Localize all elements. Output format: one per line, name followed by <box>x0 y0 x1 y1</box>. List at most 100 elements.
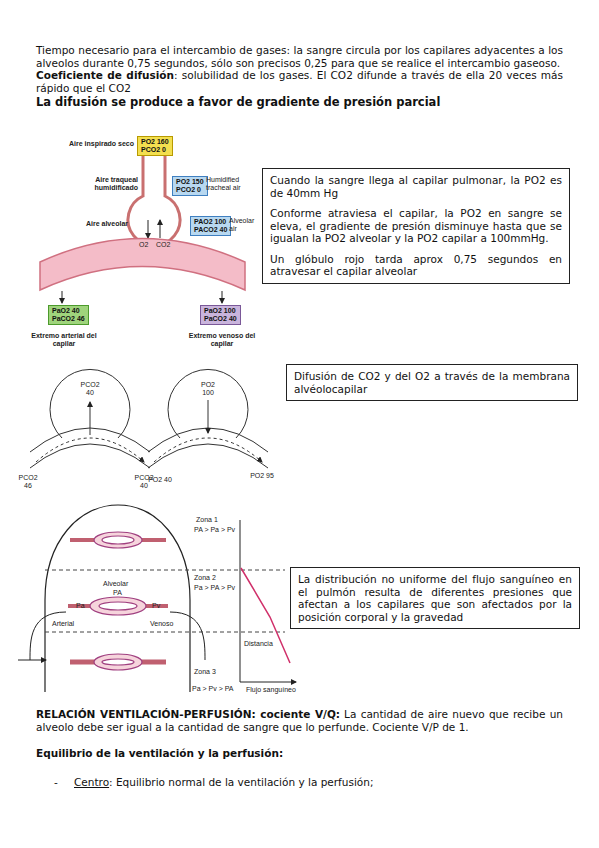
diagram-label: Zona 1 <box>196 516 218 524</box>
lung-outline <box>45 505 190 692</box>
vein <box>170 612 205 660</box>
co2-arrow <box>160 220 161 238</box>
alveolus-outline <box>50 369 130 438</box>
node-text: PaCO2 40 <box>204 315 237 323</box>
capillary-wall <box>30 444 150 468</box>
alveolus-outline <box>168 369 248 438</box>
flow-arrow <box>18 660 46 661</box>
diagram-label: CO2 <box>156 241 170 249</box>
alveolus <box>94 532 142 548</box>
text-run: Centro <box>74 776 109 788</box>
pressure-box: PO2 160PCO2 0 <box>137 136 173 156</box>
diagram-label: PA <box>113 589 122 597</box>
lung-zones-diagram <box>18 505 296 692</box>
diagram-label: PO2 40 <box>148 476 172 484</box>
node-text: Conforme atraviesa el capilar, la PO2 en… <box>270 207 562 245</box>
flow-arrow <box>36 438 144 462</box>
alveolus <box>94 654 142 670</box>
diagram-label: Aire traqueal humidificado <box>74 176 138 192</box>
flow-arrow <box>154 438 262 462</box>
text-run: : Equilibrio normal de la ventilación y … <box>109 776 373 788</box>
diagram-label: Extremo arterial del capilar <box>30 332 98 348</box>
node-text: PaCO2 46 <box>52 315 85 323</box>
diagram-label: Distancia <box>244 640 273 648</box>
note-box: Cuando la sangre llega al capilar pulmon… <box>262 168 570 284</box>
diagram-label: Aire alveolar <box>72 220 128 228</box>
node-text: PaO2 100 <box>204 307 237 315</box>
node-text: PAO2 100 <box>194 218 227 226</box>
diffusion-diagram <box>30 369 268 468</box>
o2-arrow <box>208 400 209 433</box>
text-flow: Tiempo necesario para el intercambio de … <box>36 44 563 109</box>
node-text: La distribución no uniforme del flujo sa… <box>298 573 572 623</box>
paragraph: RELACIÓN VENTILACIÓN-PERFUSIÓN: cociente… <box>36 708 563 733</box>
diagram-label: Pa > Pv > PA <box>192 685 234 693</box>
pressure-box: PAO2 100PACO2 40 <box>190 216 231 236</box>
diagram-label: O2 <box>139 241 148 249</box>
diagram-label: Flujo sanguíneo <box>246 686 296 694</box>
diagram-label: PO2 95 <box>250 472 274 480</box>
paragraph: -Centro: Equilibrio normal de la ventila… <box>36 776 563 789</box>
diagram-label: Pv <box>152 602 160 610</box>
alveolus <box>90 597 146 615</box>
zone-line <box>45 570 285 571</box>
node-text: PCO2 0 <box>176 186 204 194</box>
pressure-box: PaO2 40PaCO2 46 <box>48 305 89 325</box>
node-text: Difusión de CO2 y del O2 a través de la … <box>294 370 570 395</box>
diagram-label: Humidified tracheal air <box>206 176 251 192</box>
diagram-label: Alveolar air <box>229 217 259 233</box>
capillary <box>40 239 245 291</box>
alveolus-lumen <box>102 659 134 665</box>
diagram-label: PCO2 46 <box>16 474 40 490</box>
alveolus-lumen <box>102 536 134 544</box>
text-run: Tiempo necesario para el intercambio de … <box>36 44 563 69</box>
diagram-label: Zona 3 <box>194 668 216 676</box>
text-run: Equilibrio de la ventilación y la perfus… <box>36 747 283 759</box>
node-text: PaO2 40 <box>52 307 85 315</box>
axis <box>240 682 296 683</box>
flow-curve <box>241 568 290 663</box>
alveolus-lumen <box>99 602 137 610</box>
diagram-label: Aire inspirado seco <box>56 140 134 148</box>
pressure-box: PaO2 100PaCO2 40 <box>200 305 241 325</box>
o2-arrow <box>148 220 149 238</box>
node-text: PO2 160 <box>141 138 169 146</box>
leader-line <box>62 291 63 303</box>
capillary <box>70 660 166 665</box>
diagram-label: Zona 2 <box>194 574 216 582</box>
diagram-label: Pa <box>76 602 85 610</box>
text-run: - <box>54 776 74 789</box>
diagram-label: Alveolar <box>103 580 128 588</box>
co2-arrow <box>90 402 91 435</box>
paragraph: Equilibrio de la ventilación y la perfus… <box>36 747 563 760</box>
text-run: Coeficiente de difusión <box>36 69 174 81</box>
leader-line <box>222 291 223 303</box>
diagram-label: PO2 100 <box>196 381 220 397</box>
axis <box>240 520 241 682</box>
paragraph: La difusión se produce a favor de gradie… <box>36 96 563 109</box>
zone-line <box>45 632 285 633</box>
text-run: La difusión se produce a favor de gradie… <box>36 95 440 109</box>
note-box: Difusión de CO2 y del O2 a través de la … <box>286 364 578 401</box>
airway-alveolus <box>128 156 180 246</box>
diagram-label: PCO2 40 <box>78 381 102 397</box>
text-run: RELACIÓN VENTILACIÓN-PERFUSIÓN: cociente… <box>36 708 340 720</box>
drawing-part <box>68 532 168 670</box>
diagram-label: Arterial <box>52 620 74 628</box>
note-box: La distribución no uniforme del flujo sa… <box>290 567 580 629</box>
node-text: PCO2 0 <box>141 146 169 154</box>
paragraph: Tiempo necesario para el intercambio de … <box>36 44 563 69</box>
diagram-label: PA > Pa > Pv <box>194 526 235 534</box>
pressure-box: PO2 150PCO2 0 <box>172 176 208 196</box>
node-text: PO2 150 <box>176 178 204 186</box>
diagram-label: Extremo venoso del capilar <box>188 332 256 348</box>
artery <box>30 612 66 660</box>
diagram-label: Venoso <box>150 620 173 628</box>
node-text: PACO2 40 <box>194 226 227 234</box>
text-flow: RELACIÓN VENTILACIÓN-PERFUSIÓN: cociente… <box>36 708 563 788</box>
capillary-wall <box>148 444 268 468</box>
diagram-label: Pa > PA > Pv <box>194 584 235 592</box>
node-text: Cuando la sangre llega al capilar pulmon… <box>270 174 562 199</box>
node-text: Un glóbulo rojo tarda aprox 0,75 segundo… <box>270 253 562 278</box>
